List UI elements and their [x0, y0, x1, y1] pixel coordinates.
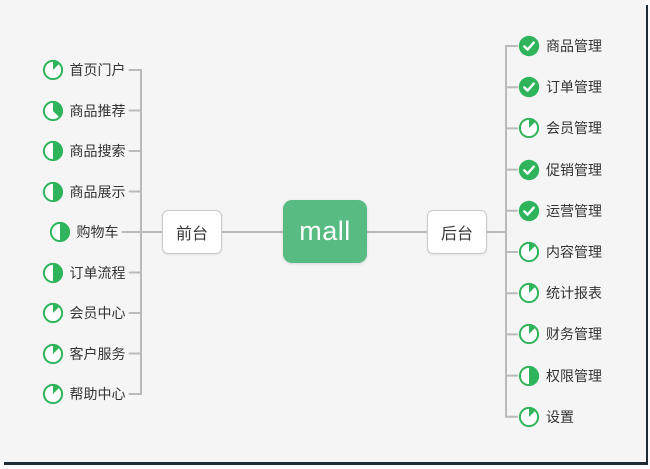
topic-row-right-8[interactable]: 权限管理 — [518, 364, 602, 388]
topic-row-right-7[interactable]: 财务管理 — [518, 322, 602, 346]
topic-label: 会员中心 — [69, 305, 126, 321]
topic-label: 商品推荐 — [69, 102, 126, 119]
task-progress-icon — [42, 383, 64, 405]
task-progress-icon — [42, 302, 64, 324]
task-progress-icon — [518, 323, 540, 345]
task-progress-icon — [518, 406, 540, 428]
topic-label: 促销管理 — [546, 161, 602, 178]
topic-row-right-1[interactable]: 订单管理 — [518, 75, 602, 99]
topic-label: 客户服务 — [69, 345, 126, 362]
topic-row-left-1[interactable]: 商品推荐 — [0, 99, 167, 123]
topic-row-left-5[interactable]: 订单流程 — [0, 261, 167, 285]
topic-row-right-0[interactable]: 商品管理 — [518, 34, 602, 58]
topic-label: 帮助中心 — [69, 386, 126, 402]
root-node-mall[interactable]: mall — [283, 200, 367, 263]
topic-label: 运营管理 — [546, 202, 602, 219]
mindmap-canvas: 前台 mall 后台 首页门户 商品推荐 商品搜索 商品展示 — [0, 34, 602, 429]
topic-label: 内容管理 — [546, 244, 602, 260]
task-progress-icon — [518, 241, 540, 263]
task-progress-icon — [518, 282, 540, 304]
topic-row-left-4[interactable]: 购物车 — [0, 220, 167, 244]
topic-label: 商品搜索 — [69, 143, 126, 159]
task-progress-icon — [42, 343, 64, 365]
task-progress-icon — [518, 159, 540, 181]
task-progress-icon — [42, 59, 64, 81]
topic-row-left-3[interactable]: 商品展示 — [0, 180, 167, 204]
task-progress-icon — [42, 100, 64, 122]
branch-node-backend[interactable]: 后台 — [427, 210, 487, 254]
topic-label: 订单管理 — [546, 79, 602, 96]
topic-row-right-4[interactable]: 运营管理 — [518, 199, 602, 223]
topic-label: 首页门户 — [69, 62, 126, 78]
branch-label: 后台 — [440, 226, 473, 243]
root-label: mall — [299, 216, 351, 246]
topic-label: 购物车 — [76, 224, 119, 240]
task-progress-icon — [518, 117, 540, 139]
topic-row-left-0[interactable]: 首页门户 — [0, 58, 167, 82]
topic-label: 统计报表 — [546, 285, 602, 302]
topic-row-right-9[interactable]: 设置 — [518, 405, 574, 429]
topic-label: 商品展示 — [69, 183, 126, 200]
topic-row-left-8[interactable]: 帮助中心 — [0, 382, 167, 406]
task-progress-icon — [518, 365, 540, 387]
topic-row-left-2[interactable]: 商品搜索 — [0, 139, 167, 163]
topic-label: 设置 — [546, 408, 574, 425]
topic-row-left-7[interactable]: 客户服务 — [0, 342, 167, 366]
topic-row-right-5[interactable]: 内容管理 — [518, 240, 602, 264]
task-progress-icon — [518, 76, 540, 98]
branch-node-frontend[interactable]: 前台 — [162, 210, 222, 254]
topic-label: 商品管理 — [546, 38, 602, 54]
task-progress-icon — [518, 35, 540, 57]
task-progress-icon — [42, 181, 64, 203]
topic-label: 订单流程 — [69, 264, 126, 281]
task-progress-icon — [42, 140, 64, 162]
topic-row-left-6[interactable]: 会员中心 — [0, 301, 167, 325]
topic-row-right-6[interactable]: 统计报表 — [518, 281, 602, 305]
topic-label: 权限管理 — [546, 367, 602, 384]
task-progress-icon — [518, 200, 540, 222]
topic-row-right-2[interactable]: 会员管理 — [518, 116, 602, 140]
task-progress-icon — [42, 262, 64, 284]
topic-row-right-3[interactable]: 促销管理 — [518, 158, 602, 182]
branch-label: 前台 — [175, 226, 208, 243]
topic-label: 财务管理 — [546, 326, 602, 343]
task-progress-icon — [49, 221, 71, 243]
topic-label: 会员管理 — [546, 120, 602, 137]
